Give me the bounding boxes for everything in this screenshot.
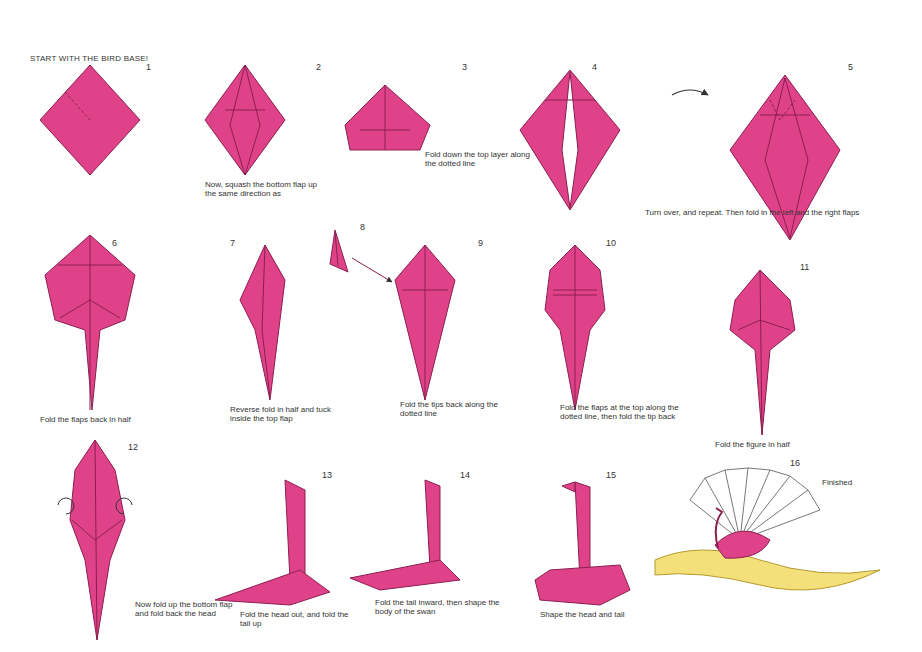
swan-neck [575,482,590,580]
inset-detail [330,230,348,272]
step-number: 11 [800,262,809,272]
step-caption: Fold the head out, and fold the tail up [240,610,360,628]
instruction-title: START WITH THE BIRD BASE! [30,54,160,63]
step-caption: Turn over, and repeat. Then fold in the … [645,208,915,217]
step-caption: Fold the tips back along the dotted line [400,400,515,418]
step-caption: Now, squash the bottom flap up the same … [205,180,325,198]
swan-neck [285,480,305,580]
folded-figure [70,440,125,640]
folded-base [345,85,430,150]
step-number: 8 [360,222,365,232]
folded-figure [545,245,605,410]
step-caption: Finished [822,478,892,487]
step-number: 1 [146,62,151,72]
step-number: 13 [322,470,332,480]
long-diamond [520,70,620,210]
swan-body [350,560,460,590]
kite-shape [45,235,135,410]
step-number: 4 [592,62,597,72]
narrow-kite [240,245,285,400]
step-caption: Fold the figure in half [715,440,835,449]
step-number: 6 [112,238,117,248]
step-caption: Reverse fold in half and tuck inside the… [230,405,350,423]
step-number: 3 [462,62,467,72]
square-base [40,65,140,175]
step-caption: Fold the flaps back in half [40,415,155,424]
swan-body [535,565,630,605]
step-caption: Fold the flaps at the top along the dott… [560,403,685,421]
folded-figure [730,270,795,435]
step-number: 12 [128,442,138,452]
narrow-kite [395,245,455,400]
step-number: 5 [848,62,853,72]
step-number: 10 [606,238,616,248]
step-number: 14 [460,470,470,480]
bird-base [205,65,285,175]
step-number: 15 [606,470,616,480]
swan-body [215,570,330,605]
swan-neck [425,480,440,568]
step-caption: Now fold up the bottom flap and fold bac… [135,600,240,618]
swan-head [562,482,575,492]
step-number: 2 [316,62,321,72]
step-number: 7 [230,238,235,248]
step-caption: Fold the tail inward, then shape the bod… [375,598,500,616]
step-number: 16 [790,458,800,468]
step-caption: Fold down the top layer along the dotted… [425,150,530,168]
turn-arrow [672,90,708,95]
step-caption: Shape the head and tail [540,610,655,619]
step-number: 9 [478,238,483,248]
